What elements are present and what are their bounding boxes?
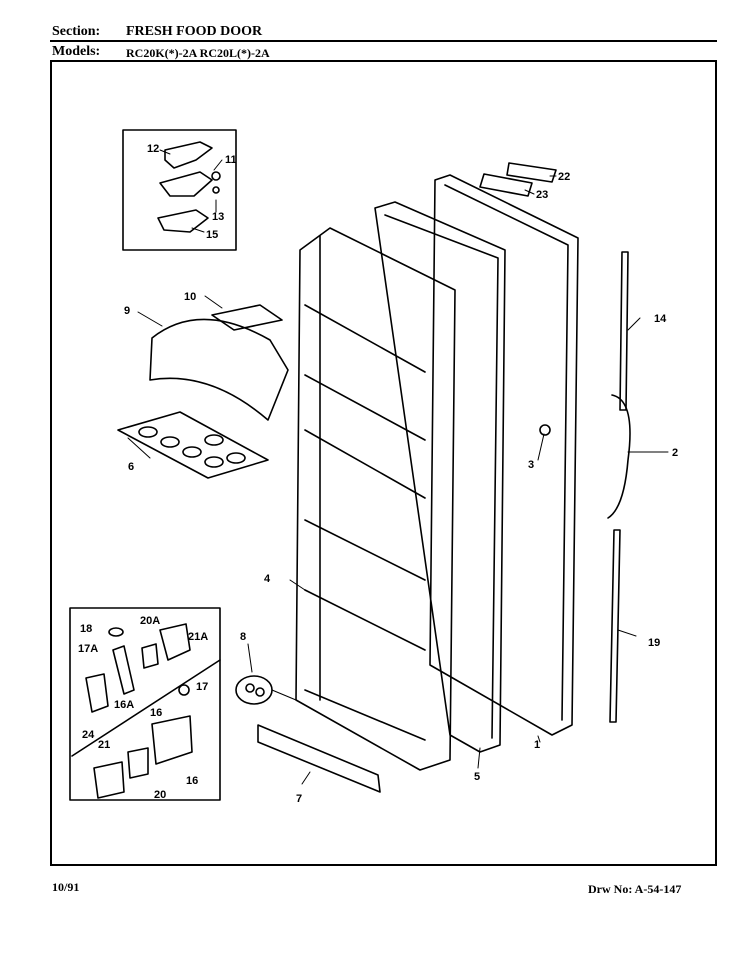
callout-17: 17 [196,681,208,693]
callout-16-upper: 16 [150,707,162,719]
outer-door-panel-part [429,174,579,736]
handle-trim-bottom-part [609,529,621,723]
lower-hinge-lower-parts [93,715,193,799]
plug-button-part [539,424,551,436]
bearing-part [235,675,273,705]
models-value: RC20K(*)-2A RC20L(*)-2A [126,46,270,60]
callout-8: 8 [240,631,246,643]
callout-17A: 17A [78,643,98,655]
hinge-top-inset [122,129,237,251]
callout-15: 15 [206,229,218,241]
trim-strip-23 [479,173,533,197]
callout-11: 11 [225,154,237,166]
inset-divider [71,659,221,757]
diagram-frame [50,60,717,866]
callout-16-lower: 16 [186,775,198,787]
hinge-bottom-inset [69,607,221,801]
callout-21: 21 [98,739,110,751]
callout-9: 9 [124,305,130,317]
drawing-number: Drw No: A-54-147 [588,882,682,896]
callout-19: 19 [648,637,660,649]
callout-7: 7 [296,793,302,805]
section-title: FRESH FOOD DOOR [126,24,263,39]
hinge-plate-part [159,171,221,197]
callout-22: 22 [558,171,570,183]
callout-2: 2 [672,447,678,459]
callout-13: 13 [212,211,224,223]
trim-strip-22 [506,162,557,183]
callout-5: 5 [474,771,480,783]
handle-trim-top-part [619,251,629,411]
callout-4: 4 [264,573,271,585]
egg-tray-part [117,411,269,479]
door-handle-part [607,394,631,519]
callout-10: 10 [184,291,196,303]
callout-12: 12 [147,143,159,155]
callout-20A: 20A [140,615,160,627]
dairy-cover-part [149,318,289,421]
door-gasket-part [374,201,506,753]
section-label: Section: [52,24,101,39]
callout-18: 18 [80,623,92,635]
callout-3: 3 [528,459,534,471]
hinge-shim-part [157,209,209,233]
callout-21A: 21A [188,631,208,643]
callout-14: 14 [654,313,667,325]
dairy-door-part [211,304,283,331]
leader-lines [127,149,669,785]
header-rule [50,40,717,62]
callout-20: 20 [154,789,166,801]
callout-23: 23 [536,189,548,201]
callout-16A: 16A [114,699,134,711]
hinge-cover-part [164,141,213,169]
revision-date: 10/91 [52,880,80,894]
bottom-trim-part [257,724,381,793]
callout-1: 1 [534,739,540,751]
lower-hinge-upper-parts [85,623,191,713]
outer-door-panel-edge [444,184,569,721]
callout-labels: 12 11 13 15 22 23 10 9 14 6 3 2 4 8 18 2… [78,143,678,805]
door-gasket-inner [384,214,499,739]
callout-6: 6 [128,461,134,473]
models-label: Models: [52,44,101,59]
callout-24: 24 [82,729,95,741]
